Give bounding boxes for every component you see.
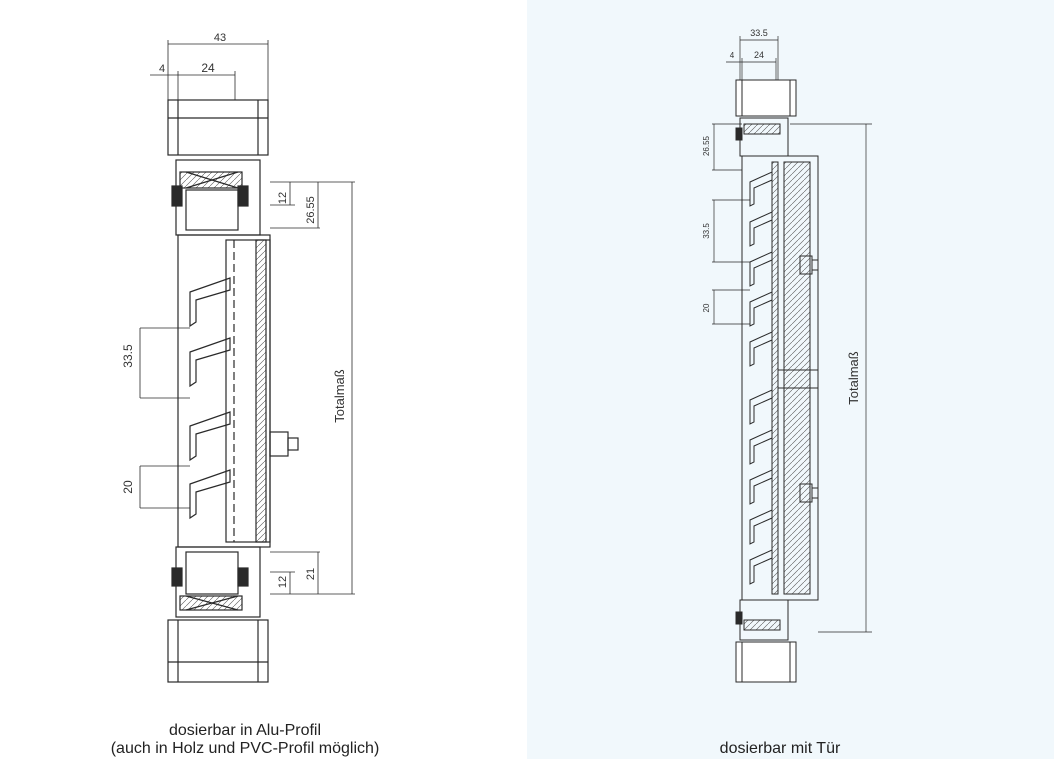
total-dimension-label: Totalmaß: [332, 369, 347, 423]
blade-1: [189, 277, 231, 328]
dim-bottom-offset: 21: [305, 568, 317, 580]
right-blade-8: [749, 469, 773, 505]
right-blade-7: [749, 429, 773, 465]
right-profile-drawing: [735, 79, 819, 683]
dim-top-offset: 26.55: [305, 196, 317, 224]
left-bottom-frame: [167, 546, 269, 683]
dim-pitch: 33.5: [121, 344, 135, 368]
right-dim-overall-width: 33.5: [750, 28, 768, 38]
right-blade-1: [749, 171, 773, 207]
right-dim-top-offset: 26.55: [702, 135, 711, 156]
left-dimensions: [139, 40, 355, 595]
right-blade-9: [749, 509, 773, 545]
dim-overall-width: 43: [214, 32, 226, 44]
right-dim-wall: 4: [730, 51, 735, 60]
right-dim-blade: 20: [702, 303, 711, 312]
right-blade-6: [749, 389, 773, 425]
right-dimension-labels: 33.5 4 24 26.55 33.5 20 Totalmaß: [702, 28, 861, 405]
right-dimensions: [712, 36, 872, 633]
right-caption: dosierbar mit Tür: [719, 740, 841, 757]
dim-top-gap: 12: [277, 192, 289, 204]
dim-blade: 20: [121, 480, 135, 494]
blade-3: [189, 411, 231, 462]
dim-wall: 4: [159, 63, 165, 75]
dim-inner: 24: [201, 61, 215, 75]
right-total-dimension-label: Totalmaß: [846, 351, 861, 405]
blade-2: [189, 337, 231, 388]
right-bottom-frame: [735, 599, 797, 683]
left-top-frame: [167, 99, 269, 236]
right-blade-5: [749, 331, 773, 367]
right-body: [741, 155, 819, 601]
blade-4: [189, 469, 231, 520]
left-body: [177, 234, 299, 548]
right-top-frame: [735, 79, 797, 157]
left-dimension-labels: 43 4 24 12 26.55 33.5 20 21 12 Totalmaß: [121, 32, 347, 588]
right-blade-4: [749, 291, 773, 327]
left-caption: dosierbar in Alu-Profil (auch in Holz un…: [60, 722, 430, 758]
dim-bottom-gap: 12: [277, 576, 289, 588]
right-dim-inner: 24: [754, 50, 764, 60]
right-blade-10: [749, 549, 773, 585]
right-blade-2: [749, 211, 773, 247]
left-profile-drawing: [167, 99, 299, 683]
right-dim-pitch: 33.5: [702, 223, 711, 239]
right-blade-3: [749, 251, 773, 287]
left-caption-line-2: (auch in Holz und PVC-Profil möglich): [110, 740, 380, 757]
left-caption-line-1: dosierbar in Alu-Profil: [168, 722, 322, 739]
